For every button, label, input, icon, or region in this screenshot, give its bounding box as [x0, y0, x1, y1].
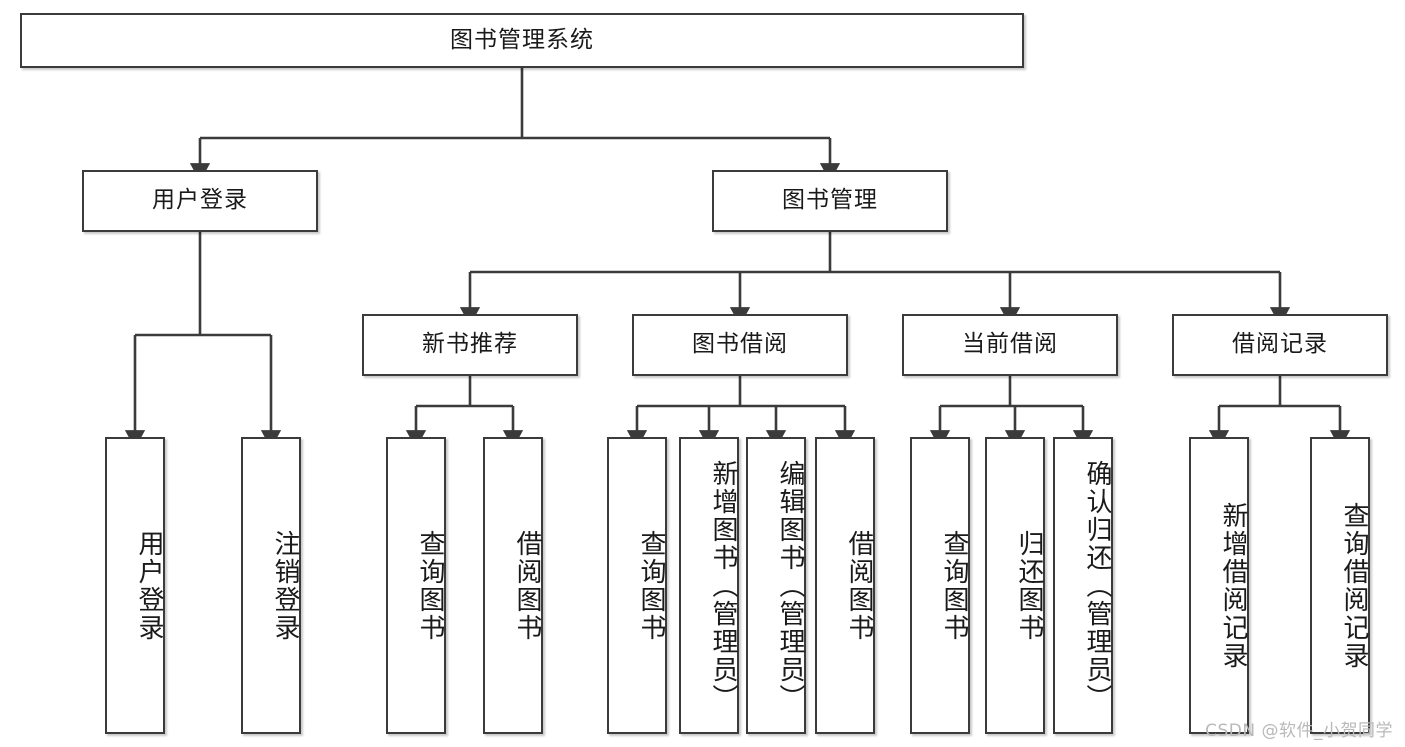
node-label: 图书管理系统 — [450, 26, 594, 53]
node-label: 归还图书 — [1014, 529, 1044, 642]
node-label: 图书借阅 — [692, 331, 788, 358]
node-leaf-add-record[interactable]: 新增借阅记录 — [1189, 437, 1249, 734]
node-label: 图书管理 — [782, 187, 878, 214]
node-label: 用户登录 — [152, 187, 248, 214]
node-label: 当前借阅 — [962, 331, 1058, 358]
node-label: 编辑图书（管理员） — [775, 459, 805, 712]
node-leaf-logout[interactable]: 注销登录 — [241, 437, 301, 734]
node-label: 确认归还（管理员） — [1082, 459, 1112, 712]
node-label: 查询图书 — [415, 529, 445, 642]
node-label: 注销登录 — [270, 529, 300, 642]
node-root[interactable]: 图书管理系统 — [20, 13, 1024, 68]
node-book-borrow[interactable]: 图书借阅 — [632, 314, 848, 376]
node-leaf-return-book[interactable]: 归还图书 — [985, 437, 1045, 734]
node-leaf-query-book-3[interactable]: 查询图书 — [910, 437, 970, 734]
node-new-book-rec[interactable]: 新书推荐 — [362, 314, 578, 376]
node-book-manage[interactable]: 图书管理 — [712, 170, 948, 232]
node-label: 新增图书（管理员） — [708, 459, 738, 712]
node-leaf-edit-book[interactable]: 编辑图书（管理员） — [746, 437, 806, 734]
node-leaf-add-book[interactable]: 新增图书（管理员） — [679, 437, 739, 734]
node-label: 借阅记录 — [1232, 331, 1328, 358]
node-leaf-query-book-2[interactable]: 查询图书 — [607, 437, 667, 734]
node-leaf-query-record[interactable]: 查询借阅记录 — [1310, 437, 1370, 734]
node-leaf-query-book-1[interactable]: 查询图书 — [386, 437, 446, 734]
node-borrow-record[interactable]: 借阅记录 — [1172, 314, 1388, 376]
node-label: 借阅图书 — [844, 529, 874, 642]
node-label: 用户登录 — [134, 529, 164, 642]
node-label: 查询图书 — [636, 529, 666, 642]
node-label: 借阅图书 — [512, 529, 542, 642]
node-label: 查询借阅记录 — [1339, 501, 1369, 670]
node-label: 查询图书 — [939, 529, 969, 642]
node-label: 新增借阅记录 — [1218, 501, 1248, 670]
node-current-borrow[interactable]: 当前借阅 — [902, 314, 1118, 376]
node-leaf-confirm-return[interactable]: 确认归还（管理员） — [1053, 437, 1113, 734]
node-leaf-borrow-book-1[interactable]: 借阅图书 — [483, 437, 543, 734]
node-user-login[interactable]: 用户登录 — [82, 170, 318, 232]
node-leaf-user-login[interactable]: 用户登录 — [105, 437, 165, 734]
node-leaf-borrow-book-2[interactable]: 借阅图书 — [815, 437, 875, 734]
node-label: 新书推荐 — [422, 331, 518, 358]
watermark-text: CSDN @软件_小贺同学 — [1205, 721, 1393, 741]
